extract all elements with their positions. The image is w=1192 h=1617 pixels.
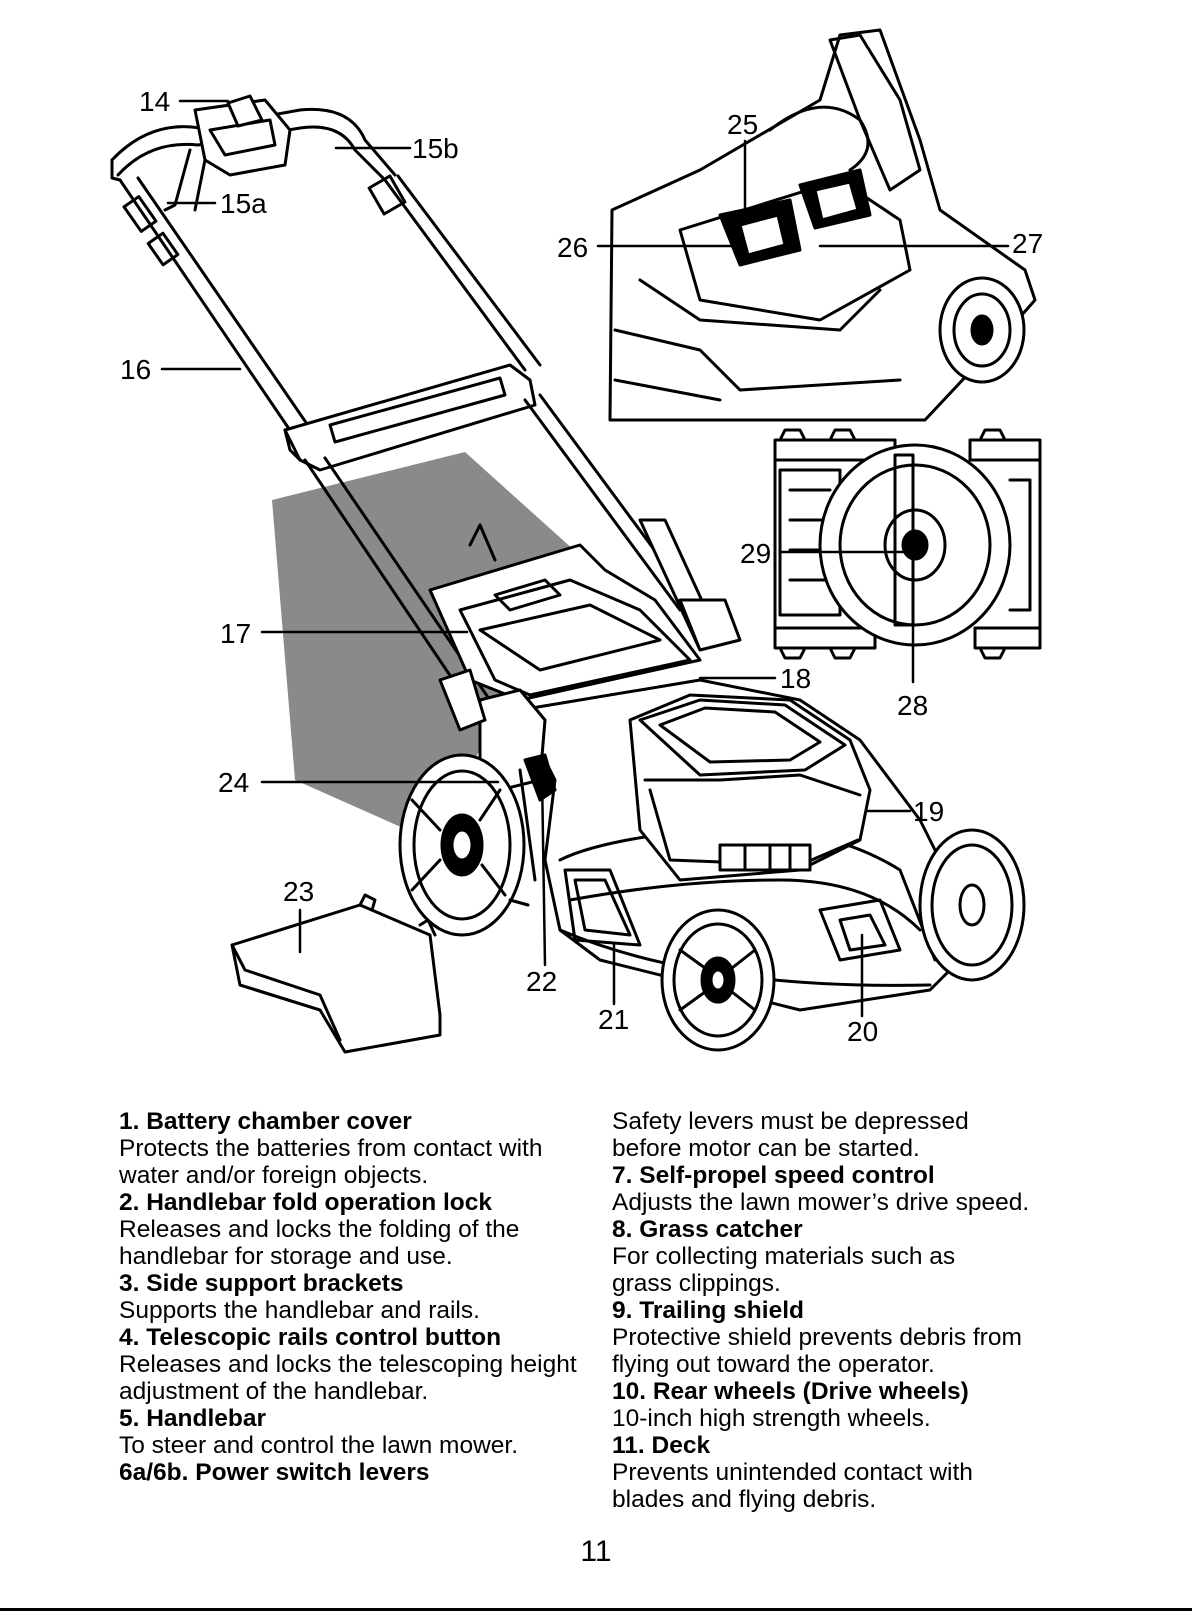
item-title: 5. Handlebar bbox=[119, 1405, 267, 1432]
item-body: 10-inch high strength wheels. bbox=[612, 1405, 931, 1432]
grass-catcher bbox=[428, 523, 702, 702]
item-title: 7. Self-propel speed control bbox=[612, 1162, 935, 1189]
battery-chamber bbox=[628, 693, 872, 882]
side-support-brackets bbox=[283, 363, 537, 472]
inset-battery-compartment bbox=[608, 28, 1037, 422]
item-title: 10. Rear wheels (Drive wheels) bbox=[612, 1378, 969, 1405]
callout-22: 22 bbox=[526, 966, 558, 997]
item-body: For collecting materials such as grass c… bbox=[612, 1243, 956, 1297]
callout-18: 18 bbox=[780, 663, 812, 694]
rear-wheel-left bbox=[398, 753, 537, 937]
callout-17: 17 bbox=[220, 618, 252, 649]
item-body: Protects the batteries from contact with… bbox=[119, 1135, 543, 1189]
descriptions-right-column: Safety levers must be depressed before m… bbox=[612, 1108, 1172, 1513]
handlebar bbox=[110, 94, 397, 212]
item-title: 9. Trailing shield bbox=[612, 1297, 804, 1324]
upper-rails bbox=[118, 174, 542, 447]
leader-lines bbox=[160, 99, 1010, 1018]
item-body: Prevents unintended contact with blades … bbox=[612, 1459, 973, 1513]
item-title: 8. Grass catcher bbox=[612, 1216, 803, 1243]
item-title: 11. Deck bbox=[612, 1432, 711, 1459]
inset-underside bbox=[773, 428, 1042, 660]
item-title: 2. Handlebar fold operation lock bbox=[119, 1189, 493, 1216]
callout-25: 25 bbox=[727, 109, 759, 140]
callout-14: 14 bbox=[139, 86, 171, 117]
item-title: 1. Battery chamber cover bbox=[119, 1108, 412, 1135]
speed-control bbox=[438, 668, 557, 802]
item-title: 6a/6b. Power switch levers bbox=[119, 1459, 430, 1486]
item-body: Releases and locks the telescoping heigh… bbox=[119, 1351, 577, 1405]
callout-21: 21 bbox=[598, 1004, 630, 1035]
callout-15a: 15a bbox=[220, 188, 267, 219]
callout-19: 19 bbox=[913, 796, 945, 827]
item-body: Protective shield prevents debris from f… bbox=[612, 1324, 1022, 1378]
bottom-rule bbox=[0, 1608, 1192, 1611]
item-body: Supports the handlebar and rails. bbox=[119, 1297, 480, 1324]
mower-parts-illustration bbox=[110, 28, 1042, 1054]
item-body: To steer and control the lawn mower. bbox=[119, 1432, 519, 1459]
callout-24: 24 bbox=[218, 767, 250, 798]
callout-23: 23 bbox=[283, 876, 315, 907]
trailing-shield bbox=[230, 893, 442, 1054]
callout-29: 29 bbox=[740, 538, 772, 569]
rear-wheel-right bbox=[918, 828, 1026, 982]
callout-20: 20 bbox=[847, 1016, 879, 1047]
callout-15b: 15b bbox=[412, 133, 459, 164]
item-title: 4. Telescopic rails control button bbox=[119, 1324, 502, 1351]
item-body: Releases and locks the folding of the ha… bbox=[119, 1216, 520, 1270]
item-body: Safety levers must be depressed before m… bbox=[612, 1108, 969, 1162]
descriptions-left-column: 1. Battery chamber cover Protects the ba… bbox=[119, 1108, 589, 1486]
front-wheel bbox=[660, 908, 776, 1052]
callout-27: 27 bbox=[1012, 228, 1044, 259]
callout-16: 16 bbox=[120, 354, 152, 385]
callout-26: 26 bbox=[557, 232, 589, 263]
item-body: Adjusts the lawn mower’s drive speed. bbox=[612, 1189, 1030, 1216]
item-title: 3. Side support brackets bbox=[119, 1270, 404, 1297]
callout-28: 28 bbox=[897, 690, 929, 721]
page-number: 11 bbox=[580, 1535, 612, 1568]
